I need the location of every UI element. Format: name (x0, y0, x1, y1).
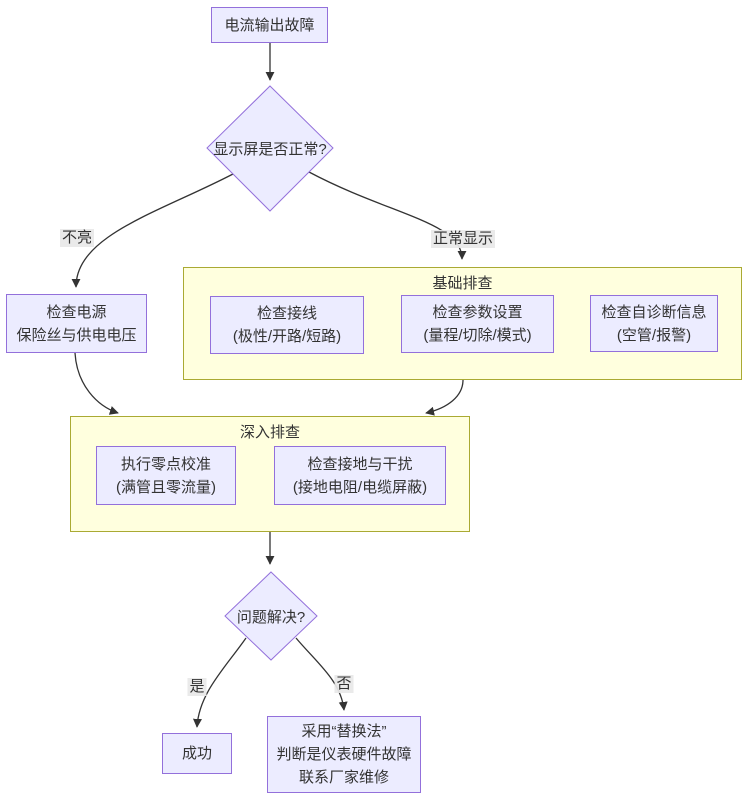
edge-label-no: 否 (334, 675, 354, 693)
node-check-params: 检查参数设置 (量程/切除/模式) (401, 295, 554, 353)
node-check-power-line2: 保险丝与供电电压 (16, 326, 137, 344)
edge-basic-to-deep-cluster (425, 379, 464, 416)
node-start-label: 电流输出故障 (224, 16, 315, 34)
edge-check-power-to-deep-cluster (74, 352, 119, 415)
node-zero-calibration-line1: 执行零点校准 (120, 455, 211, 473)
node-success: 成功 (162, 733, 232, 774)
node-check-diagnostics-line1: 检查自诊断信息 (601, 303, 707, 321)
diamond-display-decision (206, 85, 334, 212)
node-check-params-line1: 检查参数设置 (432, 304, 523, 321)
edge-label-yes: 是 (187, 678, 207, 696)
edge-label-normal-display: 正常显示 (430, 230, 496, 248)
cluster-deep-troubleshooting: 深入排查 执行零点校准 (满管且零流量) 检查接地与干扰 (接地电阻/电缆屏蔽) (70, 416, 470, 532)
node-check-power-line1: 检查电源 (46, 303, 107, 321)
edge-solved-to-replace (295, 637, 348, 711)
node-zero-calibration: 执行零点校准 (满管且零流量) (96, 446, 236, 505)
node-check-diagnostics-line2: (空管/报警) (616, 326, 692, 344)
edge-display-to-check-power (71, 173, 234, 288)
cluster-deep-title: 深入排查 (239, 424, 300, 441)
node-check-grounding-line1: 检查接地与干扰 (307, 455, 413, 473)
cluster-basic-title: 基础排查 (432, 275, 493, 292)
node-replace-line3: 联系厂家维修 (298, 769, 389, 786)
node-check-grounding: 检查接地与干扰 (接地电阻/电缆屏蔽) (274, 446, 446, 505)
node-check-diagnostics: 检查自诊断信息 (空管/报警) (590, 295, 718, 352)
node-check-params-line2: (量程/切除/模式) (423, 327, 532, 344)
node-check-wiring: 检查接线 (极性/开路/短路) (210, 296, 364, 354)
node-check-grounding-line2: (接地电阻/电缆屏蔽) (292, 478, 428, 496)
diamond-solved-decision (224, 571, 318, 661)
node-replace-line2: 判断是仪表硬件故障 (276, 746, 412, 763)
node-replace-method: 采用“替换法” 判断是仪表硬件故障 联系厂家维修 (267, 716, 421, 793)
node-check-wiring-line2: (极性/开路/短路) (232, 328, 342, 345)
node-replace-line1: 采用“替换法” (301, 723, 387, 740)
node-check-wiring-line1: 检查接线 (256, 305, 317, 322)
cluster-basic-troubleshooting: 基础排查 检查接线 (极性/开路/短路) 检查参数设置 (量程/切除/模式) 检… (183, 267, 742, 380)
node-zero-calibration-line2: (满管且零流量) (116, 478, 216, 496)
edge-label-not-lit: 不亮 (59, 229, 95, 247)
node-success-label: 成功 (181, 745, 212, 762)
node-start: 电流输出故障 (211, 7, 328, 43)
node-check-power: 检查电源 保险丝与供电电压 (6, 294, 147, 353)
edge-solved-to-success (192, 637, 247, 728)
